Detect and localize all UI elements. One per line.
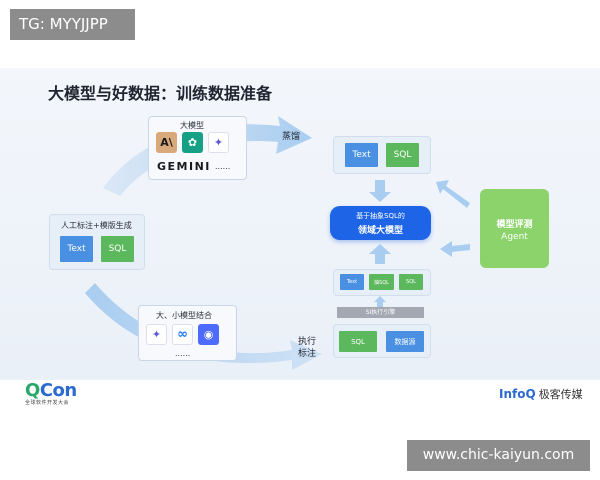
eval-agent-line1: 模型评测 xyxy=(496,220,533,230)
chip-abstract-sql: 抽SQL xyxy=(369,274,394,290)
execution-engine-bar: SI执行引擎 xyxy=(337,307,424,318)
datasource-chip: 数据源 xyxy=(386,331,424,352)
tg-watermark: TG: MYYJJPP xyxy=(10,9,135,40)
agent-up-arrow xyxy=(436,180,470,208)
infoq-name: InfoQ xyxy=(499,387,536,401)
gemini-logo: GEMINI xyxy=(157,160,211,173)
qcon-rest: Con xyxy=(39,380,77,401)
agent-left-arrow xyxy=(440,241,470,257)
qcon-q: Q xyxy=(25,380,40,401)
domain-model-box: 基于抽象SQL的 领域大模型 xyxy=(330,206,431,240)
down-arrow xyxy=(369,180,391,202)
url-watermark: www.chic-kaiyun.com xyxy=(407,440,590,471)
output-text-chip: Text xyxy=(345,143,378,167)
output-sql-chip: SQL xyxy=(386,143,419,167)
exec-label-line2: 标注 xyxy=(298,349,317,359)
infoq-rest: 极客传媒 xyxy=(538,388,583,401)
distill-label: 蒸馏 xyxy=(282,132,301,142)
model-logo-icon: ✦ xyxy=(208,132,229,153)
engine-up-arrow xyxy=(374,296,386,308)
domain-model-line2: 领域大模型 xyxy=(357,226,403,236)
chip-text: Text xyxy=(340,274,364,290)
manual-sql-chip: SQL xyxy=(101,236,134,262)
slide: 大模型与好数据：训练数据准备 大模型 A\ ✿ ✦ GEMINI xyxy=(0,68,600,380)
small-model-more: ...... xyxy=(175,349,191,358)
openai-logo-icon: ✿ xyxy=(182,132,203,153)
distill-arrow xyxy=(103,116,312,196)
domain-model-line1: 基于抽象SQL的 xyxy=(356,212,405,220)
slide-title: 大模型与好数据：训练数据准备 xyxy=(48,84,273,103)
big-model-label: 大模型 xyxy=(180,121,204,130)
manual-label: 人工标注+模版生成 xyxy=(61,221,132,230)
up-arrow xyxy=(369,244,391,264)
big-model-more: ...... xyxy=(215,162,231,171)
model-logo-small-icon: ✦ xyxy=(146,324,167,345)
qcon-logo: QCon 全球软件开发大会 xyxy=(25,380,77,406)
meta-logo-icon: ∞ xyxy=(172,324,193,345)
exec-label-line1: 执行 xyxy=(298,337,317,347)
exec-sql-chip: SQL xyxy=(339,331,377,352)
small-model-label: 大、小模型结合 xyxy=(156,311,212,320)
eval-agent-box: 模型评测 Agent xyxy=(480,189,549,268)
chip-sql: SQL xyxy=(399,274,423,290)
qcon-subtitle: 全球软件开发大会 xyxy=(25,400,70,406)
big-model-card xyxy=(148,116,247,180)
anthropic-logo-icon: A\ xyxy=(156,132,177,153)
deepseek-logo-icon: ◉ xyxy=(198,324,219,345)
eval-agent-line2: Agent xyxy=(501,232,528,242)
manual-text-chip: Text xyxy=(60,236,93,262)
